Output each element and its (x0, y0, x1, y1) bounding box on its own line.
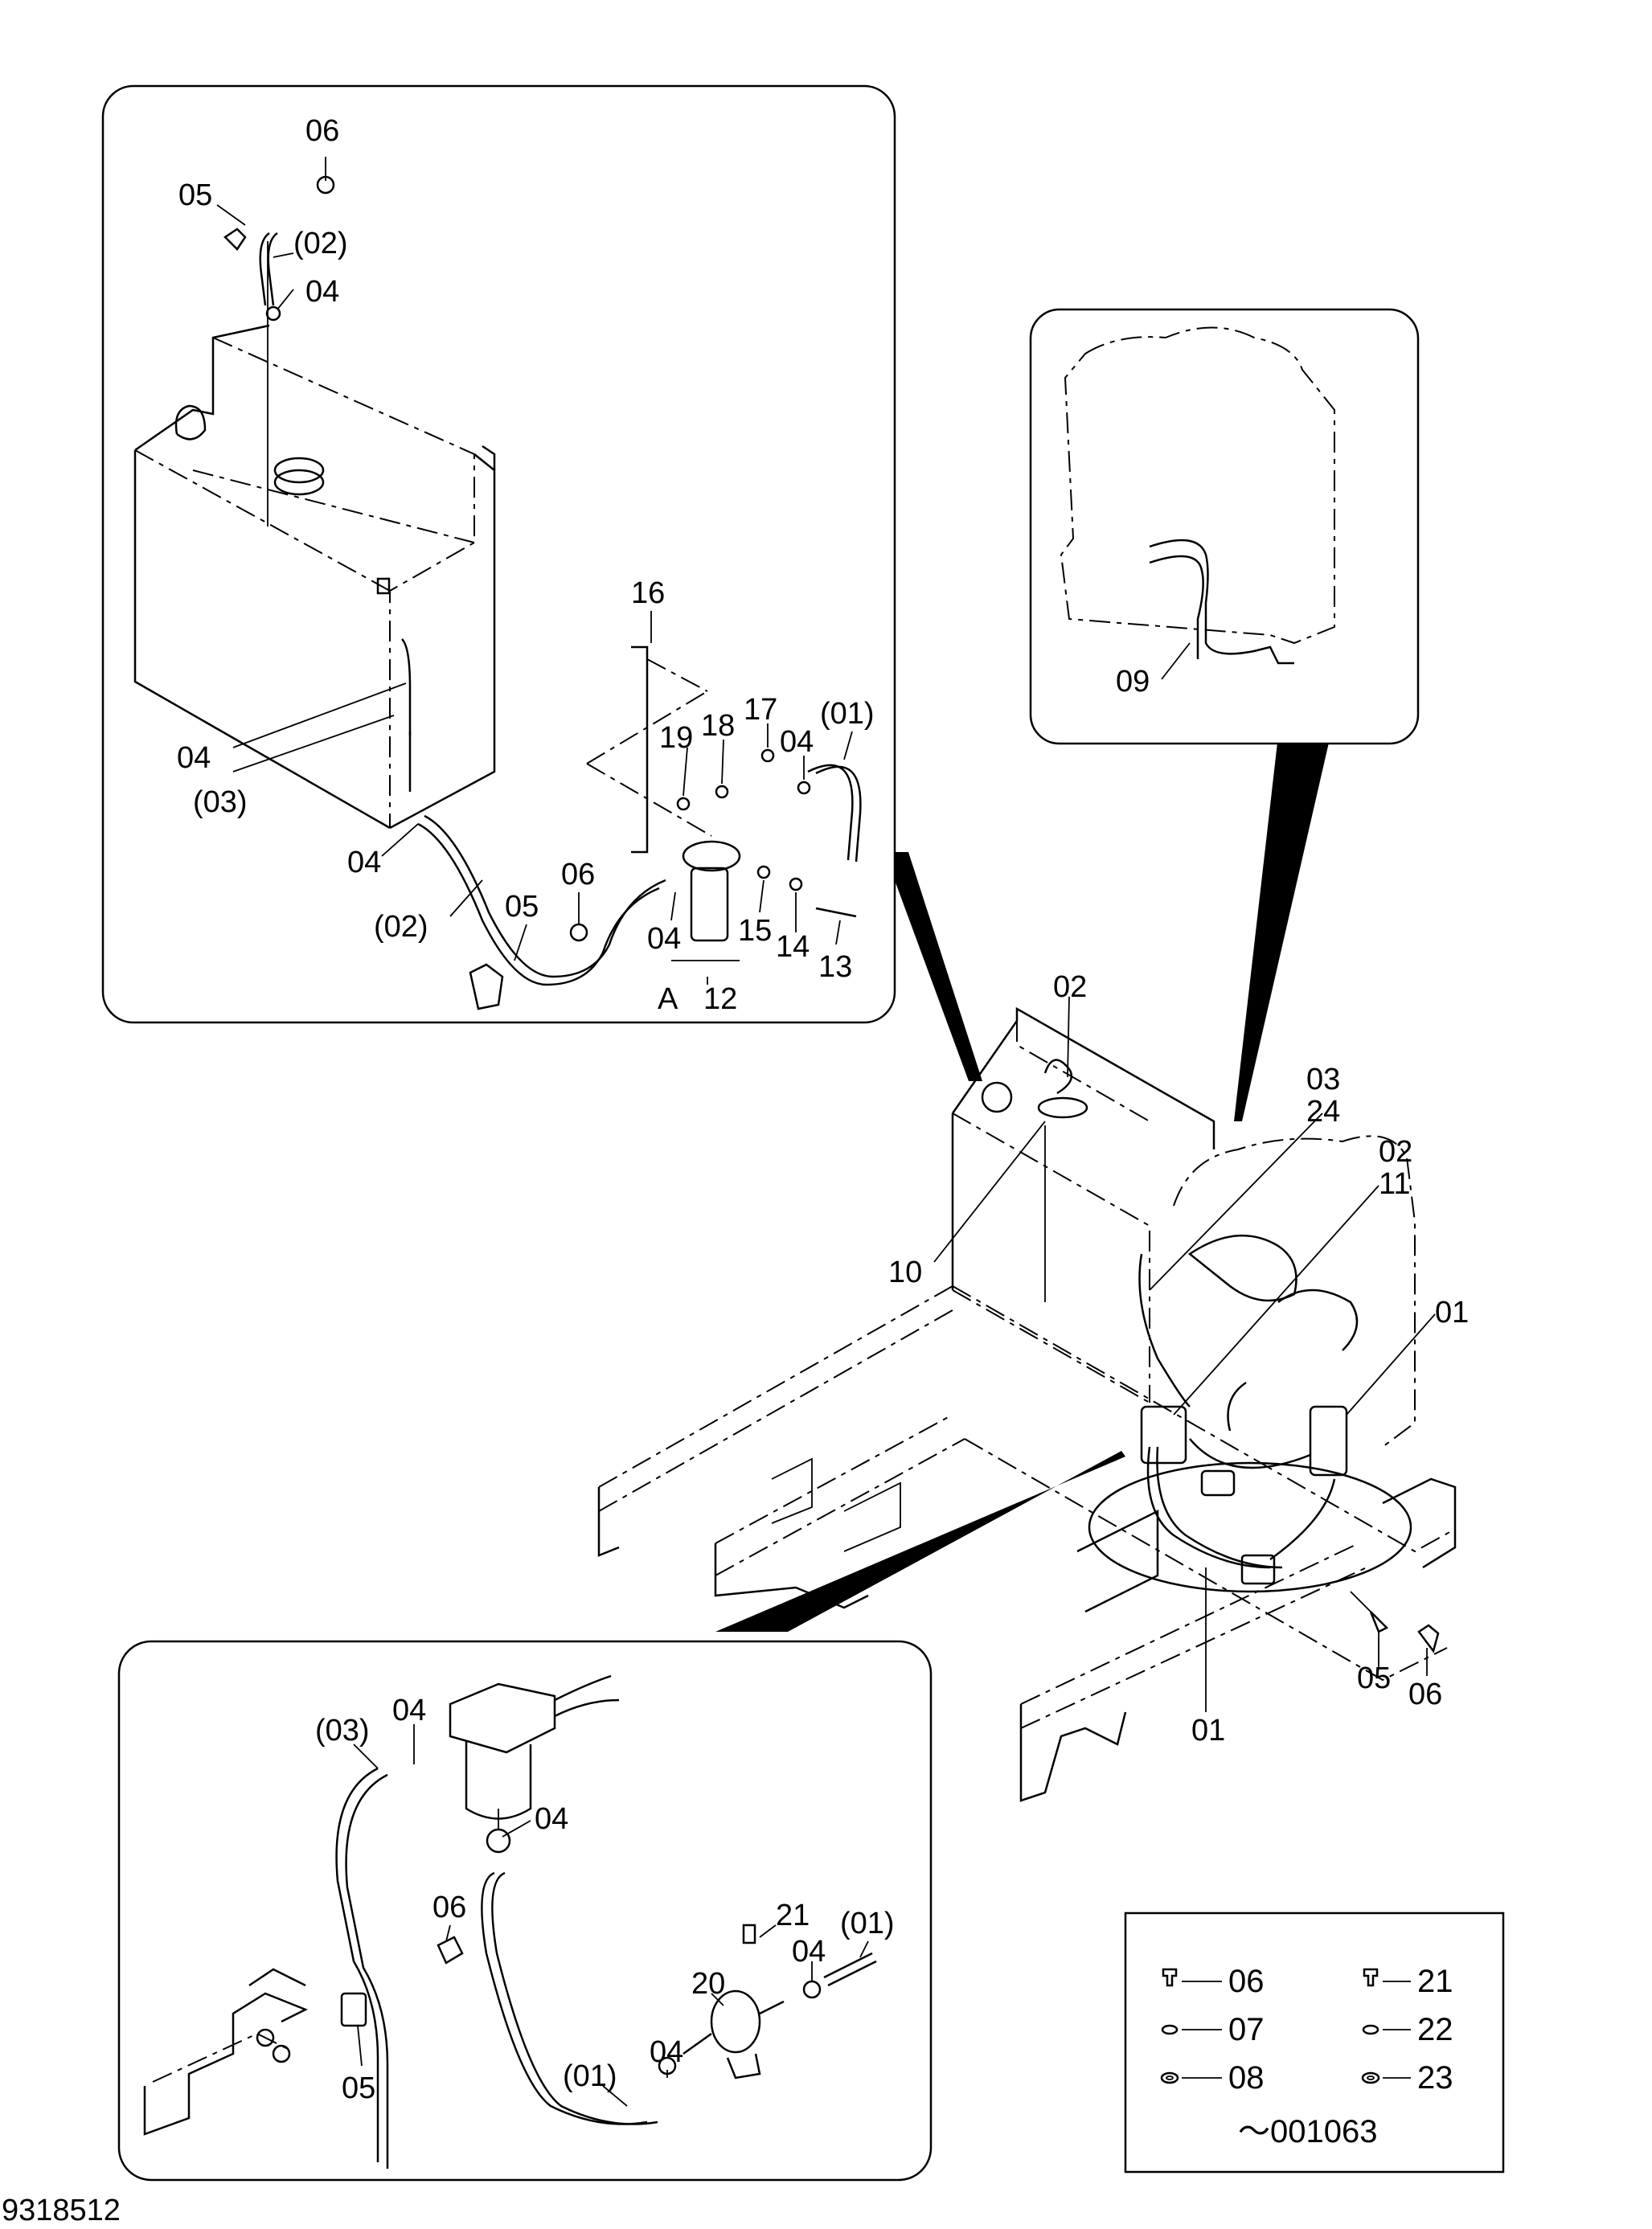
main-label-1: 02 (1053, 970, 1087, 1004)
legend-row-3: 08 23 (1160, 2060, 1453, 2096)
callout-wedge-top (884, 852, 982, 1081)
legend-row-2: 07 22 (1161, 2012, 1453, 2047)
detail-top-label-19: (01) (820, 697, 875, 731)
detail-bottom-label-10: 04 (792, 1935, 826, 1969)
washer-icon (1362, 2024, 1379, 2035)
detail-top-label-5: 04 (177, 741, 211, 775)
detail-right-frame (1029, 308, 1420, 745)
engine-outline (1088, 1135, 1416, 1593)
upper-frame (597, 1285, 1457, 1802)
detail-bottom-label-11: (01) (840, 1907, 895, 1940)
top-leaders (216, 157, 853, 961)
detail-bottom-label-4: 06 (432, 1891, 466, 1924)
detail-bottom-label-5: 05 (342, 2071, 375, 2105)
main-label-6: 10 (888, 1256, 922, 1289)
legend-part-06: 06 (1228, 1964, 1265, 1999)
detail-top-frame (101, 84, 896, 1024)
washer-icon (1161, 2024, 1179, 2035)
main-label-5: 11 (1379, 1167, 1410, 1201)
main-label-2: 03 (1306, 1063, 1340, 1096)
detail-top-label-22: 13 (818, 950, 852, 984)
main-label-10: 01 (1191, 1714, 1225, 1748)
detail-bottom-frame (117, 1640, 933, 2182)
detail-right-label-1: 09 (1116, 665, 1150, 699)
detail-top-label-16: 18 (701, 709, 735, 743)
detail-top-label-14: 16 (631, 576, 665, 610)
detail-top-label-9: 05 (505, 890, 539, 924)
detail-top-label-12: A (658, 982, 678, 1016)
detail-bottom-label-1: (03) (315, 1714, 370, 1748)
detail-bottom-label-8: 20 (691, 1967, 725, 2001)
hoses-detail (259, 232, 862, 986)
legend-part-08: 08 (1228, 2060, 1265, 2096)
main-label-4: 02 (1379, 1135, 1412, 1169)
callout-wedge-right (1234, 735, 1330, 1121)
detail-bottom-label-6: (01) (563, 2059, 617, 2093)
legend-serial-range: ～001063 (1238, 2114, 1377, 2149)
filter-bottom (449, 1674, 620, 1854)
detail-top-label-17: 17 (744, 693, 777, 727)
detail-bottom: (03) 04 04 06 05 (01) 04 20 21 04 (01) (117, 1640, 933, 2182)
main-label-9: 06 (1408, 1678, 1442, 1711)
detail-top-label-18: 04 (780, 725, 814, 759)
legend-part-07: 07 (1228, 2012, 1265, 2047)
legend-box: 06 21 07 22 08 23 ～001063 (1124, 1911, 1505, 2174)
filter-bracket-detail (469, 645, 857, 1010)
detail-top-label-21: 14 (776, 930, 810, 964)
detail-top-label-6: (03) (193, 785, 248, 819)
bolt-icon (1162, 1968, 1178, 1987)
fuel-filter-main (1138, 1253, 1348, 1585)
drawing-number: 9318512 (2, 2194, 121, 2227)
detail-bottom-label-9: 21 (776, 1899, 810, 1932)
detail-top-label-15: 19 (659, 721, 693, 755)
detail-top-label-1: 06 (305, 114, 339, 148)
legend-row-1: 06 21 (1162, 1964, 1453, 1999)
detail-bottom-label-2: 04 (392, 1694, 426, 1727)
fuel-tank-detail (133, 241, 496, 830)
detail-top-label-7: 04 (347, 846, 381, 879)
detail-top-label-4: 04 (305, 275, 339, 309)
main-label-3: 24 (1306, 1095, 1340, 1129)
legend-frame (1124, 1911, 1505, 2174)
main-label-7: 01 (1435, 1296, 1469, 1330)
detail-top: 06 05 (02) 04 04 (03) 04 (02) 05 06 04 A… (101, 84, 896, 1024)
clamp-detail (223, 227, 247, 251)
main-leaders (933, 996, 1440, 1712)
detail-right: 09 (1029, 308, 1420, 745)
detail-top-label-13: 12 (703, 982, 737, 1016)
fitting-detail (265, 305, 281, 322)
detail-top-label-11: 04 (647, 922, 681, 956)
detail-top-label-8: (02) (374, 910, 428, 944)
main-label-8: 05 (1357, 1662, 1391, 1695)
washer-icon (1361, 2071, 1380, 2084)
hoses-bottom (335, 1767, 877, 2169)
legend-part-23: 23 (1417, 2060, 1453, 2096)
detail-top-label-20: 15 (738, 914, 772, 948)
washer-icon (1160, 2071, 1179, 2084)
detail-bottom-label-3: 04 (535, 1802, 568, 1836)
main-view: 02 03 24 02 11 10 01 05 06 01 (597, 970, 1469, 1802)
detail-top-label-2: 05 (178, 178, 212, 212)
bolt-icon (1363, 1968, 1379, 1987)
fuel-pump-bottom (658, 1924, 822, 2079)
fuel-tank-main (951, 1006, 1215, 1403)
detail-top-label-3: (02) (293, 227, 348, 260)
bottom-leaders (353, 1724, 869, 2107)
legend-part-21: 21 (1417, 1964, 1453, 1999)
bracket-bottom (143, 1936, 464, 2136)
detail-top-label-10: 06 (561, 858, 595, 891)
detail-bottom-label-7: 04 (650, 2035, 683, 2069)
legend-part-22: 22 (1417, 2012, 1453, 2047)
